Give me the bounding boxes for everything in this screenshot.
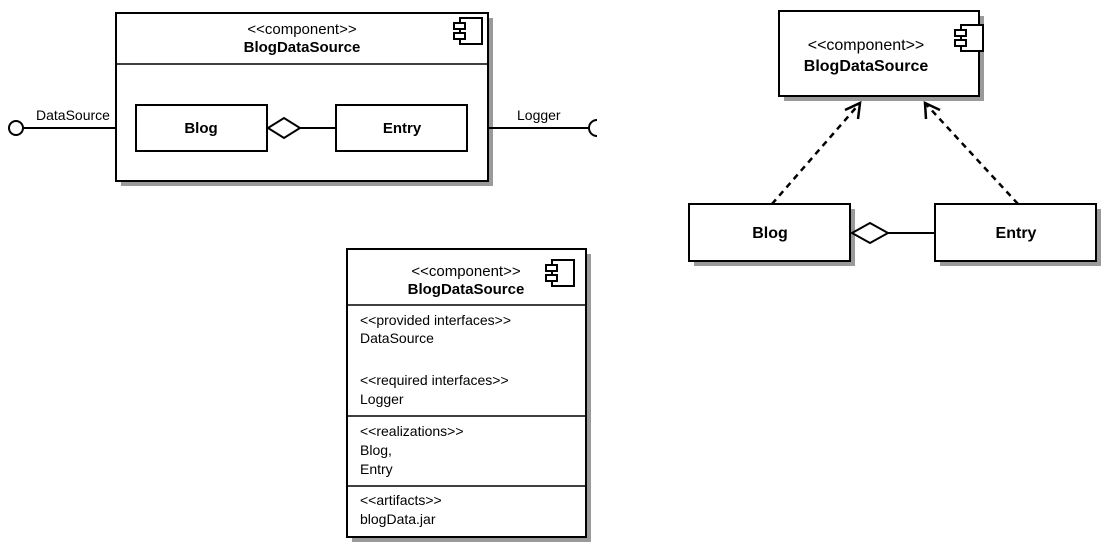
required-interface-socket xyxy=(588,119,598,137)
component-blogdatasource-realization: <<component>> BlogDataSource Blog Entry xyxy=(688,10,1101,266)
dependency-arrowhead xyxy=(923,100,941,120)
component-blogdatasource-with-ports: <<component>> BlogDataSource Blog Entry … xyxy=(8,12,598,186)
class-entry-label: Entry xyxy=(996,225,1037,242)
class-blog-label: Blog xyxy=(752,225,788,242)
provided-interface-label: DataSource xyxy=(36,107,110,123)
realization-dependency-blog xyxy=(771,102,861,205)
required-interfaces-value: Logger xyxy=(360,391,404,407)
part-blog-label: Blog xyxy=(184,120,217,137)
provided-interfaces-value: DataSource xyxy=(360,330,434,346)
component-blogdatasource-compartments: <<component>> BlogDataSource <<provided … xyxy=(346,248,591,542)
realizations-item-blog: Blog, xyxy=(360,442,392,458)
realization-dependency-entry xyxy=(924,102,1019,205)
class-blog xyxy=(688,203,851,262)
component-name: BlogDataSource xyxy=(244,39,361,56)
realizations-item-entry: Entry xyxy=(360,461,393,477)
class-entry xyxy=(934,203,1097,262)
component-name: BlogDataSource xyxy=(408,281,525,298)
component-name: BlogDataSource xyxy=(804,58,929,75)
artifacts-label: <<artifacts>> xyxy=(360,492,442,508)
component-stereotype: <<component>> xyxy=(808,37,925,54)
provided-interface-lollipop xyxy=(8,120,24,136)
part-entry-label: Entry xyxy=(383,120,422,137)
part-blog xyxy=(135,104,268,152)
required-interfaces-label: <<required interfaces>> xyxy=(360,372,509,388)
provided-interfaces-label: <<provided interfaces>> xyxy=(360,312,511,328)
realizations-label: <<realizations>> xyxy=(360,423,464,439)
aggregation-diamond xyxy=(849,221,891,245)
part-entry xyxy=(335,104,468,152)
dependency-arrowhead xyxy=(844,100,862,120)
artifacts-value: blogData.jar xyxy=(360,511,436,527)
component-stereotype: <<component>> xyxy=(247,21,356,38)
required-interface-label: Logger xyxy=(517,107,561,123)
component-stereotype: <<component>> xyxy=(411,263,520,280)
